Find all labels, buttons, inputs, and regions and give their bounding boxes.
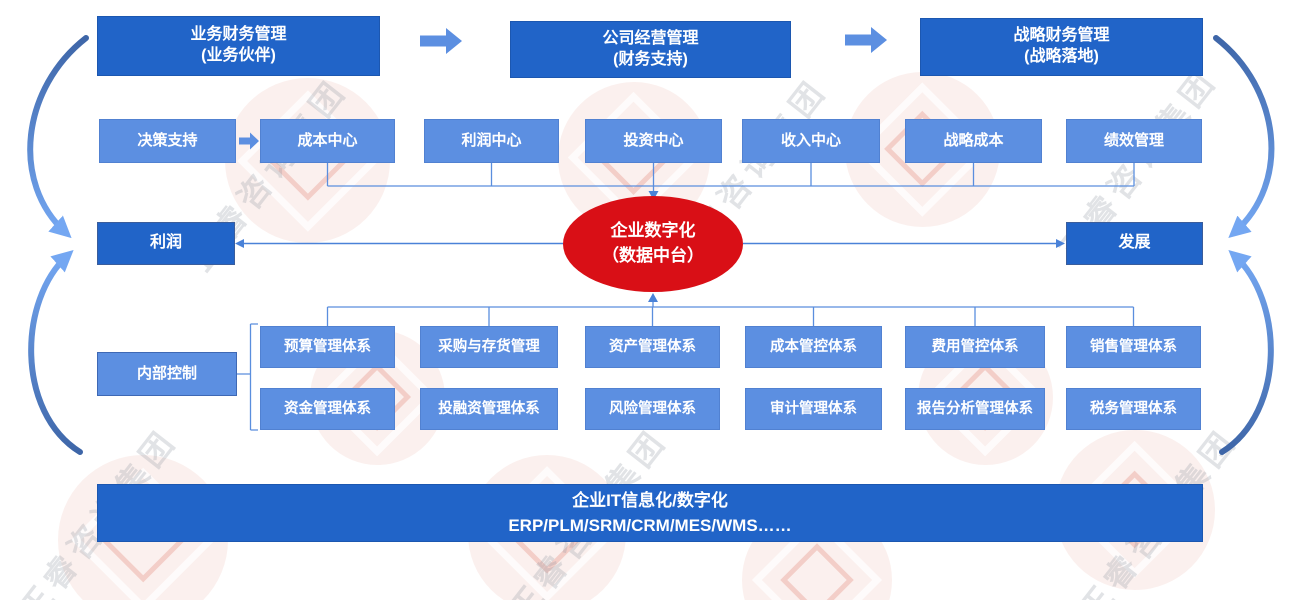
node-strategic-cost: 战略成本 (905, 119, 1042, 163)
hub-label: 企业数字化 (610, 221, 696, 241)
node-expense-control-system: 费用管控体系 (905, 326, 1045, 368)
node-budget-mgmt-system: 预算管理体系 (260, 326, 395, 368)
curved-arrow-right-top-icon (1213, 35, 1275, 238)
node-enterprise-it-bar: 企业IT信息化/数字化 ERP/PLM/SRM/CRM/MES/WMS…… (97, 484, 1203, 542)
arrow-up-icon (648, 293, 658, 302)
node-label: 公司经营管理 (602, 29, 699, 47)
node-profit-center: 利润中心 (424, 119, 559, 163)
bottom-bar-label: 企业IT信息化/数字化 (572, 490, 728, 510)
node-decision-support: 决策支持 (99, 119, 236, 163)
node-internal-control: 内部控制 (97, 352, 237, 396)
node-label: 业务财务管理 (190, 26, 287, 44)
node-business-finance-mgmt: 业务财务管理 (业务伙伴) (97, 16, 380, 76)
node-cost-control-system: 成本管控体系 (745, 326, 882, 368)
hub-label: （数据中台） (602, 246, 704, 265)
node-asset-mgmt-system: 资产管理体系 (585, 326, 720, 368)
node-strategic-finance-mgmt: 战略财务管理 (战略落地) (920, 18, 1203, 76)
systems-to-hub-connector (326, 301, 1135, 326)
curved-arrow-left-top-icon (27, 35, 89, 239)
node-company-operation-mgmt: 公司经营管理 (财务支持) (510, 21, 791, 78)
node-sales-mgmt-system: 销售管理体系 (1066, 326, 1201, 368)
node-digital-hub: 企业数字化 （数据中台） (563, 196, 743, 292)
node-audit-mgmt-system: 审计管理体系 (745, 388, 882, 430)
node-procurement-inventory-mgmt: 采购与存货管理 (420, 326, 558, 368)
node-cost-center: 成本中心 (260, 119, 395, 163)
bottom-bar-label: ERP/PLM/SRM/CRM/MES/WMS…… (508, 516, 792, 535)
node-performance-mgmt: 绩效管理 (1066, 119, 1202, 163)
flow-arrow-icon (845, 27, 887, 53)
node-tax-mgmt-system: 税务管理体系 (1066, 388, 1201, 430)
flow-arrow-icon (420, 28, 462, 54)
node-risk-mgmt-system: 风险管理体系 (585, 388, 720, 430)
node-profit: 利润 (97, 222, 235, 265)
internal-control-bracket (237, 323, 258, 431)
node-label: (业务伙伴) (201, 47, 276, 64)
node-label: 战略财务管理 (1013, 27, 1110, 45)
curved-arrow-left-bottom-icon (28, 249, 83, 455)
node-label: (战略落地) (1024, 48, 1099, 65)
node-report-analysis-mgmt: 报告分析管理体系 (905, 388, 1045, 430)
node-funds-mgmt-system: 资金管理体系 (260, 388, 395, 430)
node-investment-financing-mgmt: 投融资管理体系 (420, 388, 558, 430)
flow-arrow-small-icon (239, 132, 259, 150)
arrow-right-icon (1056, 239, 1065, 248)
node-development: 发展 (1066, 222, 1203, 265)
centers-to-hub-connector (326, 163, 1135, 192)
node-investment-center: 投资中心 (585, 119, 722, 163)
curved-arrow-right-bottom-icon (1219, 249, 1274, 455)
node-revenue-center: 收入中心 (742, 119, 880, 163)
node-label: (财务支持) (613, 50, 688, 68)
arrow-left-icon (235, 239, 244, 248)
